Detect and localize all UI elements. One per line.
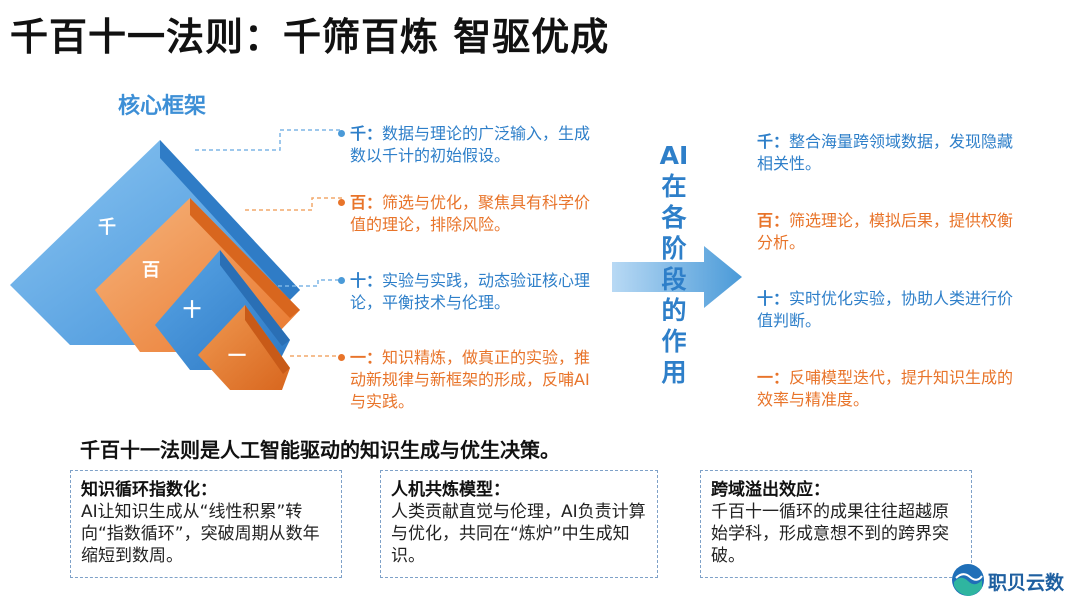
role-key: 千： [757, 132, 790, 151]
pyramid-layer-yi [198, 305, 290, 390]
stage-desc-yi: 一：知识精炼，做真正的实验，推动新规律与新框架的形成，反哺AI与实践。 [338, 347, 600, 413]
box-title: 跨域溢出效应： [711, 480, 830, 500]
ai-role-char: 阶 [661, 234, 687, 263]
core-framework-label: 核心框架 [118, 94, 207, 119]
role-text: 整合海量跨领域数据，发现隐藏相关性。 [757, 132, 1014, 173]
right-arrow-icon [612, 246, 742, 308]
role-text: 反哺模型迭代，提升知识生成的效率与精准度。 [757, 368, 1014, 409]
logo-text: 职贝云数 [988, 572, 1065, 594]
ai-role-qian: 千：整合海量跨领域数据，发现隐藏相关性。 [757, 131, 1017, 175]
ai-role-yi: 一：反哺模型迭代，提升知识生成的效率与精准度。 [757, 367, 1017, 411]
pyramid-label-yi: 一 [228, 346, 246, 367]
box-body: 千百十一循环的成果往往超越原始学科，形成意想不到的跨界突破。 [711, 502, 949, 566]
ai-role-char: 作 [661, 327, 687, 356]
stage-text: 知识精炼，做真正的实验，推动新规律与新框架的形成，反哺AI与实践。 [350, 348, 591, 411]
pyramid-graphic [10, 140, 300, 390]
ai-role-char: AI [659, 141, 689, 170]
stage-key: 十： [350, 271, 383, 290]
insight-box-knowledge-loop: 知识循环指数化： AI让知识生成从“线性积累”转向“指数循环”，突破周期从数年缩… [70, 470, 342, 578]
bullet-dot [338, 277, 345, 284]
ai-role-heading: AI 在 各 阶 段 的 作 用 [656, 140, 692, 388]
pyramid-label-qian: 千 [98, 217, 116, 238]
pyramid-diagram: 千 百 十 一 [0, 100, 300, 410]
role-text: 筛选理论，模拟后果，提供权衡分析。 [757, 211, 1014, 252]
pyramid-label-shi: 十 [183, 300, 201, 321]
bullet-dot [338, 130, 345, 137]
ai-role-char: 段 [661, 265, 687, 294]
box-body: AI让知识生成从“线性积累”转向“指数循环”，突破周期从数年缩短到数周。 [81, 502, 320, 566]
bullet-dot [338, 199, 345, 206]
role-key: 百： [757, 211, 790, 230]
insight-box-human-ai: 人机共炼模型： 人类贡献直觉与伦理，AI负责计算与优化，共同在“炼炉”中生成知识… [380, 470, 658, 578]
stage-desc-qian: 千：数据与理论的广泛输入，生成数以千计的初始假设。 [338, 123, 600, 167]
ai-role-char: 各 [661, 203, 687, 232]
insight-box-cross-domain: 跨域溢出效应： 千百十一循环的成果往往超越原始学科，形成意想不到的跨界突破。 [700, 470, 972, 578]
role-key: 十： [757, 289, 790, 308]
ai-role-char: 用 [661, 358, 687, 387]
bullet-dot [338, 354, 345, 361]
role-text: 实时优化实验，协助人类进行价值判断。 [757, 289, 1014, 330]
box-body: 人类贡献直觉与伦理，AI负责计算与优化，共同在“炼炉”中生成知识。 [391, 502, 646, 566]
stage-text: 筛选与优化，聚焦具有科学价值的理论，排除风险。 [350, 193, 591, 234]
logo-wave-icon [952, 564, 984, 596]
stage-desc-shi: 十：实验与实践，动态验证核心理论，平衡技术与伦理。 [338, 270, 600, 314]
ai-role-bai: 百：筛选理论，模拟后果，提供权衡分析。 [757, 210, 1017, 254]
stage-key: 百： [350, 193, 383, 212]
role-key: 一： [757, 368, 790, 387]
stage-key: 一： [350, 348, 383, 367]
box-title: 人机共炼模型： [391, 480, 510, 500]
ai-role-char: 的 [661, 296, 687, 325]
stage-text: 数据与理论的广泛输入，生成数以千计的初始假设。 [350, 124, 591, 165]
stage-desc-bai: 百：筛选与优化，聚焦具有科学价值的理论，排除风险。 [338, 192, 600, 236]
pyramid-label-bai: 百 [142, 260, 160, 281]
page-title: 千百十一法则：千筛百炼 智驱优成 [10, 15, 610, 59]
brand-logo: 职贝云数 [950, 560, 1075, 600]
box-title: 知识循环指数化： [81, 480, 217, 500]
stage-text: 实验与实践，动态验证核心理论，平衡技术与伦理。 [350, 271, 591, 312]
ai-role-char: 在 [661, 172, 687, 201]
summary-statement: 千百十一法则是人工智能驱动的知识生成与优生决策。 [80, 438, 560, 462]
ai-role-shi: 十：实时优化实验，协助人类进行价值判断。 [757, 288, 1017, 332]
stage-key: 千： [350, 124, 383, 143]
